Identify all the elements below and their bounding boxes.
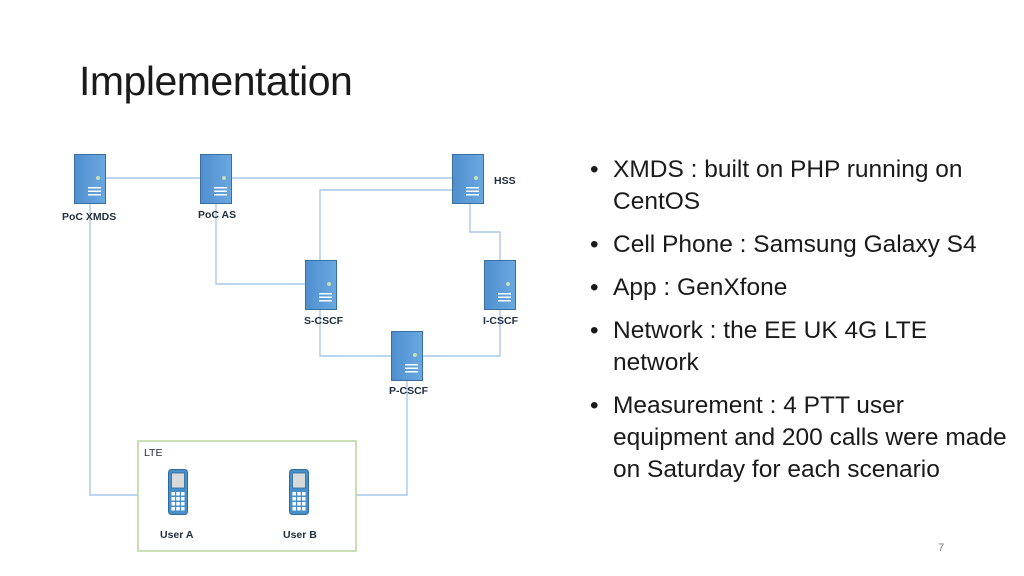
bullet-dot-icon: • (590, 392, 599, 419)
poc-xmds-server-icon (74, 154, 106, 204)
user-b-label: User B (283, 529, 317, 541)
link-scscf-pcscf (319, 310, 391, 357)
bullet-dot-icon: • (590, 156, 599, 183)
bullet-text: XMDS : built on PHP running on CentOS (613, 156, 963, 215)
bullet-text: App : GenXfone (613, 274, 788, 301)
bullet-text: Cell Phone : Samsung Galaxy S4 (613, 231, 977, 258)
link-xmds-lte (89, 204, 138, 496)
link-as-scscf (215, 204, 305, 285)
slide-title: Implementation (79, 58, 353, 104)
bullet-dot-icon: • (590, 317, 599, 344)
bullet-item: • Network : the EE UK 4G LTE network (590, 315, 1010, 379)
s-cscf-label: S-CSCF (304, 315, 344, 327)
bullet-dot-icon: • (590, 274, 599, 301)
poc-xmds-label: PoC XMDS (62, 211, 116, 223)
poc-as-server-icon (200, 154, 232, 204)
bullet-list: • XMDS : built on PHP running on CentOS •… (590, 154, 1010, 497)
connection-lines (89, 177, 501, 496)
bullet-dot-icon: • (590, 231, 599, 258)
p-cscf-server-icon (391, 331, 423, 381)
link-hss-icscf (469, 204, 501, 260)
bullet-item: • Cell Phone : Samsung Galaxy S4 (590, 229, 1010, 261)
hss-server-icon (452, 154, 484, 204)
i-cscf-label: I-CSCF (483, 315, 519, 327)
s-cscf-server-icon (305, 260, 337, 310)
link-hss-scscf (319, 189, 452, 260)
bullet-text: Measurement : 4 PTT user equipment and 2… (613, 392, 1007, 483)
poc-as-label: PoC AS (198, 209, 236, 221)
i-cscf-server-icon (484, 260, 516, 310)
lte-area (137, 440, 357, 552)
lte-label: LTE (144, 447, 162, 459)
bullet-text: Network : the EE UK 4G LTE network (613, 317, 928, 376)
link-icscf-pcscf (423, 310, 501, 357)
page-number: 7 (938, 542, 945, 554)
user-a-label: User A (160, 529, 194, 541)
user-a-phone-icon (168, 469, 188, 515)
bullet-item: • App : GenXfone (590, 272, 1010, 304)
hss-label: HSS (494, 175, 516, 187)
p-cscf-label: P-CSCF (389, 385, 429, 397)
bullet-item: • XMDS : built on PHP running on CentOS (590, 154, 1010, 218)
user-b-phone-icon (289, 469, 309, 515)
link-pcscf-lte (356, 381, 408, 496)
bullet-item: • Measurement : 4 PTT user equipment and … (590, 390, 1010, 486)
